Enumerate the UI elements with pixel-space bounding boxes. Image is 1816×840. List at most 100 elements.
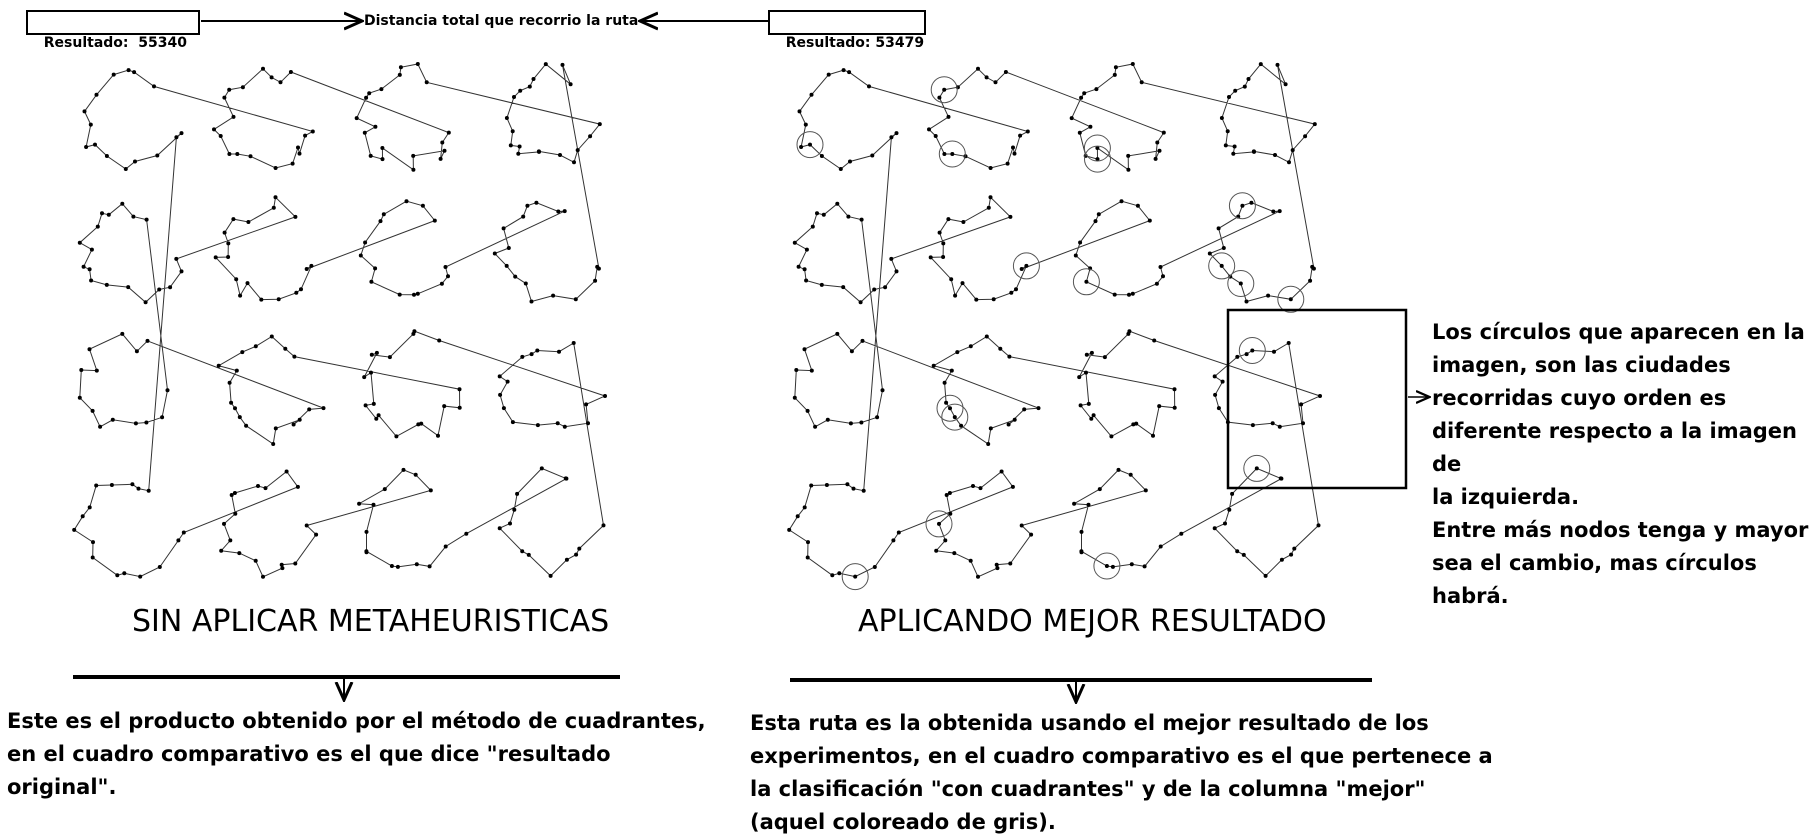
city-node	[1266, 293, 1271, 298]
city-node	[572, 160, 576, 165]
city-node	[516, 151, 521, 156]
city-node	[110, 417, 115, 422]
city-node	[439, 281, 444, 286]
city-node	[1242, 84, 1247, 89]
city-node	[1212, 526, 1217, 531]
city-node	[227, 152, 232, 156]
city-node	[557, 349, 561, 354]
city-node	[87, 505, 92, 510]
city-node	[505, 379, 510, 384]
city-node	[597, 122, 602, 127]
city-node	[1147, 218, 1152, 223]
city-node	[959, 423, 964, 428]
city-node	[968, 558, 973, 563]
changed-city-circle	[1012, 252, 1040, 280]
city-node	[896, 530, 901, 535]
city-node	[1008, 561, 1013, 566]
city-node	[157, 565, 162, 569]
city-node	[364, 529, 369, 534]
city-node	[371, 502, 376, 507]
changed-city-circle	[936, 394, 964, 422]
city-node	[115, 573, 120, 578]
city-node	[1161, 274, 1165, 279]
city-node	[79, 368, 84, 372]
city-node	[438, 156, 443, 161]
city-node	[870, 153, 875, 158]
changed-city-circle	[1227, 270, 1255, 297]
city-node	[944, 400, 949, 405]
city-node	[1128, 472, 1133, 477]
city-node	[1263, 573, 1268, 578]
city-node	[804, 247, 809, 252]
city-node	[280, 566, 285, 571]
city-node	[314, 532, 319, 537]
city-node	[1010, 484, 1015, 489]
city-node	[802, 267, 807, 272]
city-node	[296, 145, 300, 150]
city-node	[1006, 422, 1011, 427]
city-node	[259, 297, 264, 302]
city-node	[1227, 95, 1231, 99]
city-node	[513, 274, 518, 279]
city-node	[1244, 352, 1249, 357]
city-node	[941, 241, 946, 246]
city-node	[398, 65, 403, 70]
city-node	[1097, 487, 1102, 492]
city-node	[1102, 355, 1107, 360]
city-node	[821, 212, 826, 217]
city-node	[796, 264, 801, 269]
city-node	[181, 530, 186, 535]
city-node	[942, 380, 947, 385]
city-node	[1077, 375, 1082, 380]
city-node	[1219, 116, 1224, 120]
city-node	[971, 484, 975, 488]
city-node	[273, 166, 278, 170]
city-node	[126, 285, 131, 290]
city-node	[371, 401, 376, 406]
city-node	[165, 388, 170, 393]
city-node	[269, 334, 274, 339]
city-node	[995, 566, 1000, 571]
city-node	[222, 230, 227, 235]
city-node	[835, 331, 840, 336]
city-node	[89, 247, 94, 252]
city-node	[229, 493, 234, 497]
city-node	[1279, 476, 1284, 481]
city-node	[558, 153, 562, 157]
city-node	[1252, 149, 1256, 154]
city-node	[521, 214, 526, 219]
city-node	[416, 422, 421, 427]
city-node	[497, 374, 502, 379]
city-node	[1019, 523, 1024, 528]
result-right-text: Resultado: 53479	[785, 35, 925, 51]
city-node	[802, 505, 807, 510]
city-node	[229, 400, 234, 405]
city-node	[1212, 374, 1217, 379]
city-node	[146, 488, 151, 493]
city-node	[412, 329, 417, 334]
city-node	[362, 130, 367, 135]
city-node	[813, 424, 818, 429]
city-node	[1232, 144, 1237, 149]
city-node	[273, 426, 278, 431]
city-node	[291, 422, 296, 427]
city-node	[531, 77, 536, 81]
panel-title-right: APLICANDO MEJOR RESULTADO	[858, 604, 1327, 639]
city-node	[1143, 488, 1148, 493]
city-node	[80, 514, 85, 519]
city-node	[851, 486, 856, 491]
city-node	[1126, 167, 1131, 172]
city-node	[947, 491, 952, 495]
city-node	[1127, 329, 1132, 334]
side-note: Los círculos que aparecen en la imagen, …	[1432, 316, 1816, 613]
city-node	[506, 246, 511, 250]
city-node	[1135, 203, 1140, 208]
city-node	[1082, 91, 1087, 96]
city-node	[1077, 130, 1082, 135]
city-node	[1025, 129, 1030, 134]
city-node	[218, 134, 223, 138]
city-node	[1225, 129, 1230, 134]
city-node	[799, 145, 804, 149]
city-node	[1104, 564, 1109, 568]
